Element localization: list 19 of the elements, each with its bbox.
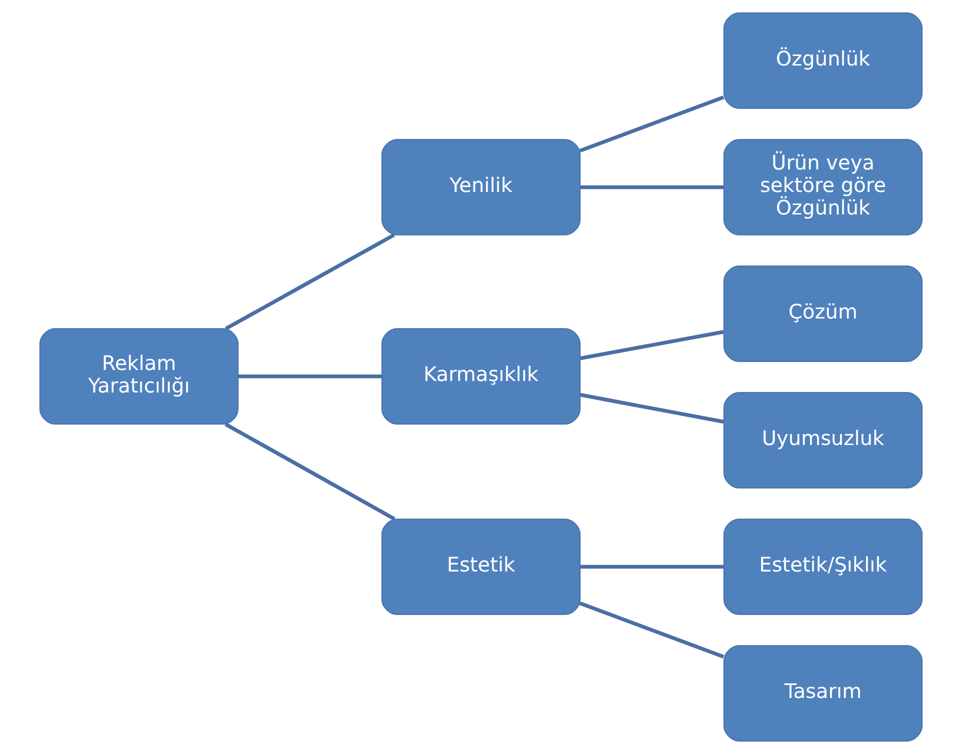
node-box: Özgünlük <box>722 12 922 109</box>
connector <box>224 422 395 521</box>
connector <box>580 185 724 190</box>
connector <box>224 233 395 330</box>
node-box: Uyumsuzluk <box>722 392 922 488</box>
connector <box>237 374 382 378</box>
node-box: Karmaşıklık <box>380 328 580 425</box>
connector <box>578 96 724 153</box>
connector <box>579 392 724 424</box>
node-box: Ürün veya sektöre göre Özgünlük <box>722 138 922 236</box>
node-box: Çözüm <box>722 266 922 362</box>
connector <box>580 564 724 569</box>
connector <box>579 330 724 360</box>
node-box: Yenilik <box>380 138 580 236</box>
node-box: Tasarım <box>722 645 922 742</box>
node-box: Estetik/Şıklık <box>722 518 922 616</box>
node-box: Reklam Yaratıcılığı <box>38 328 238 425</box>
node-box: Estetik <box>380 518 580 616</box>
connector <box>578 601 724 658</box>
